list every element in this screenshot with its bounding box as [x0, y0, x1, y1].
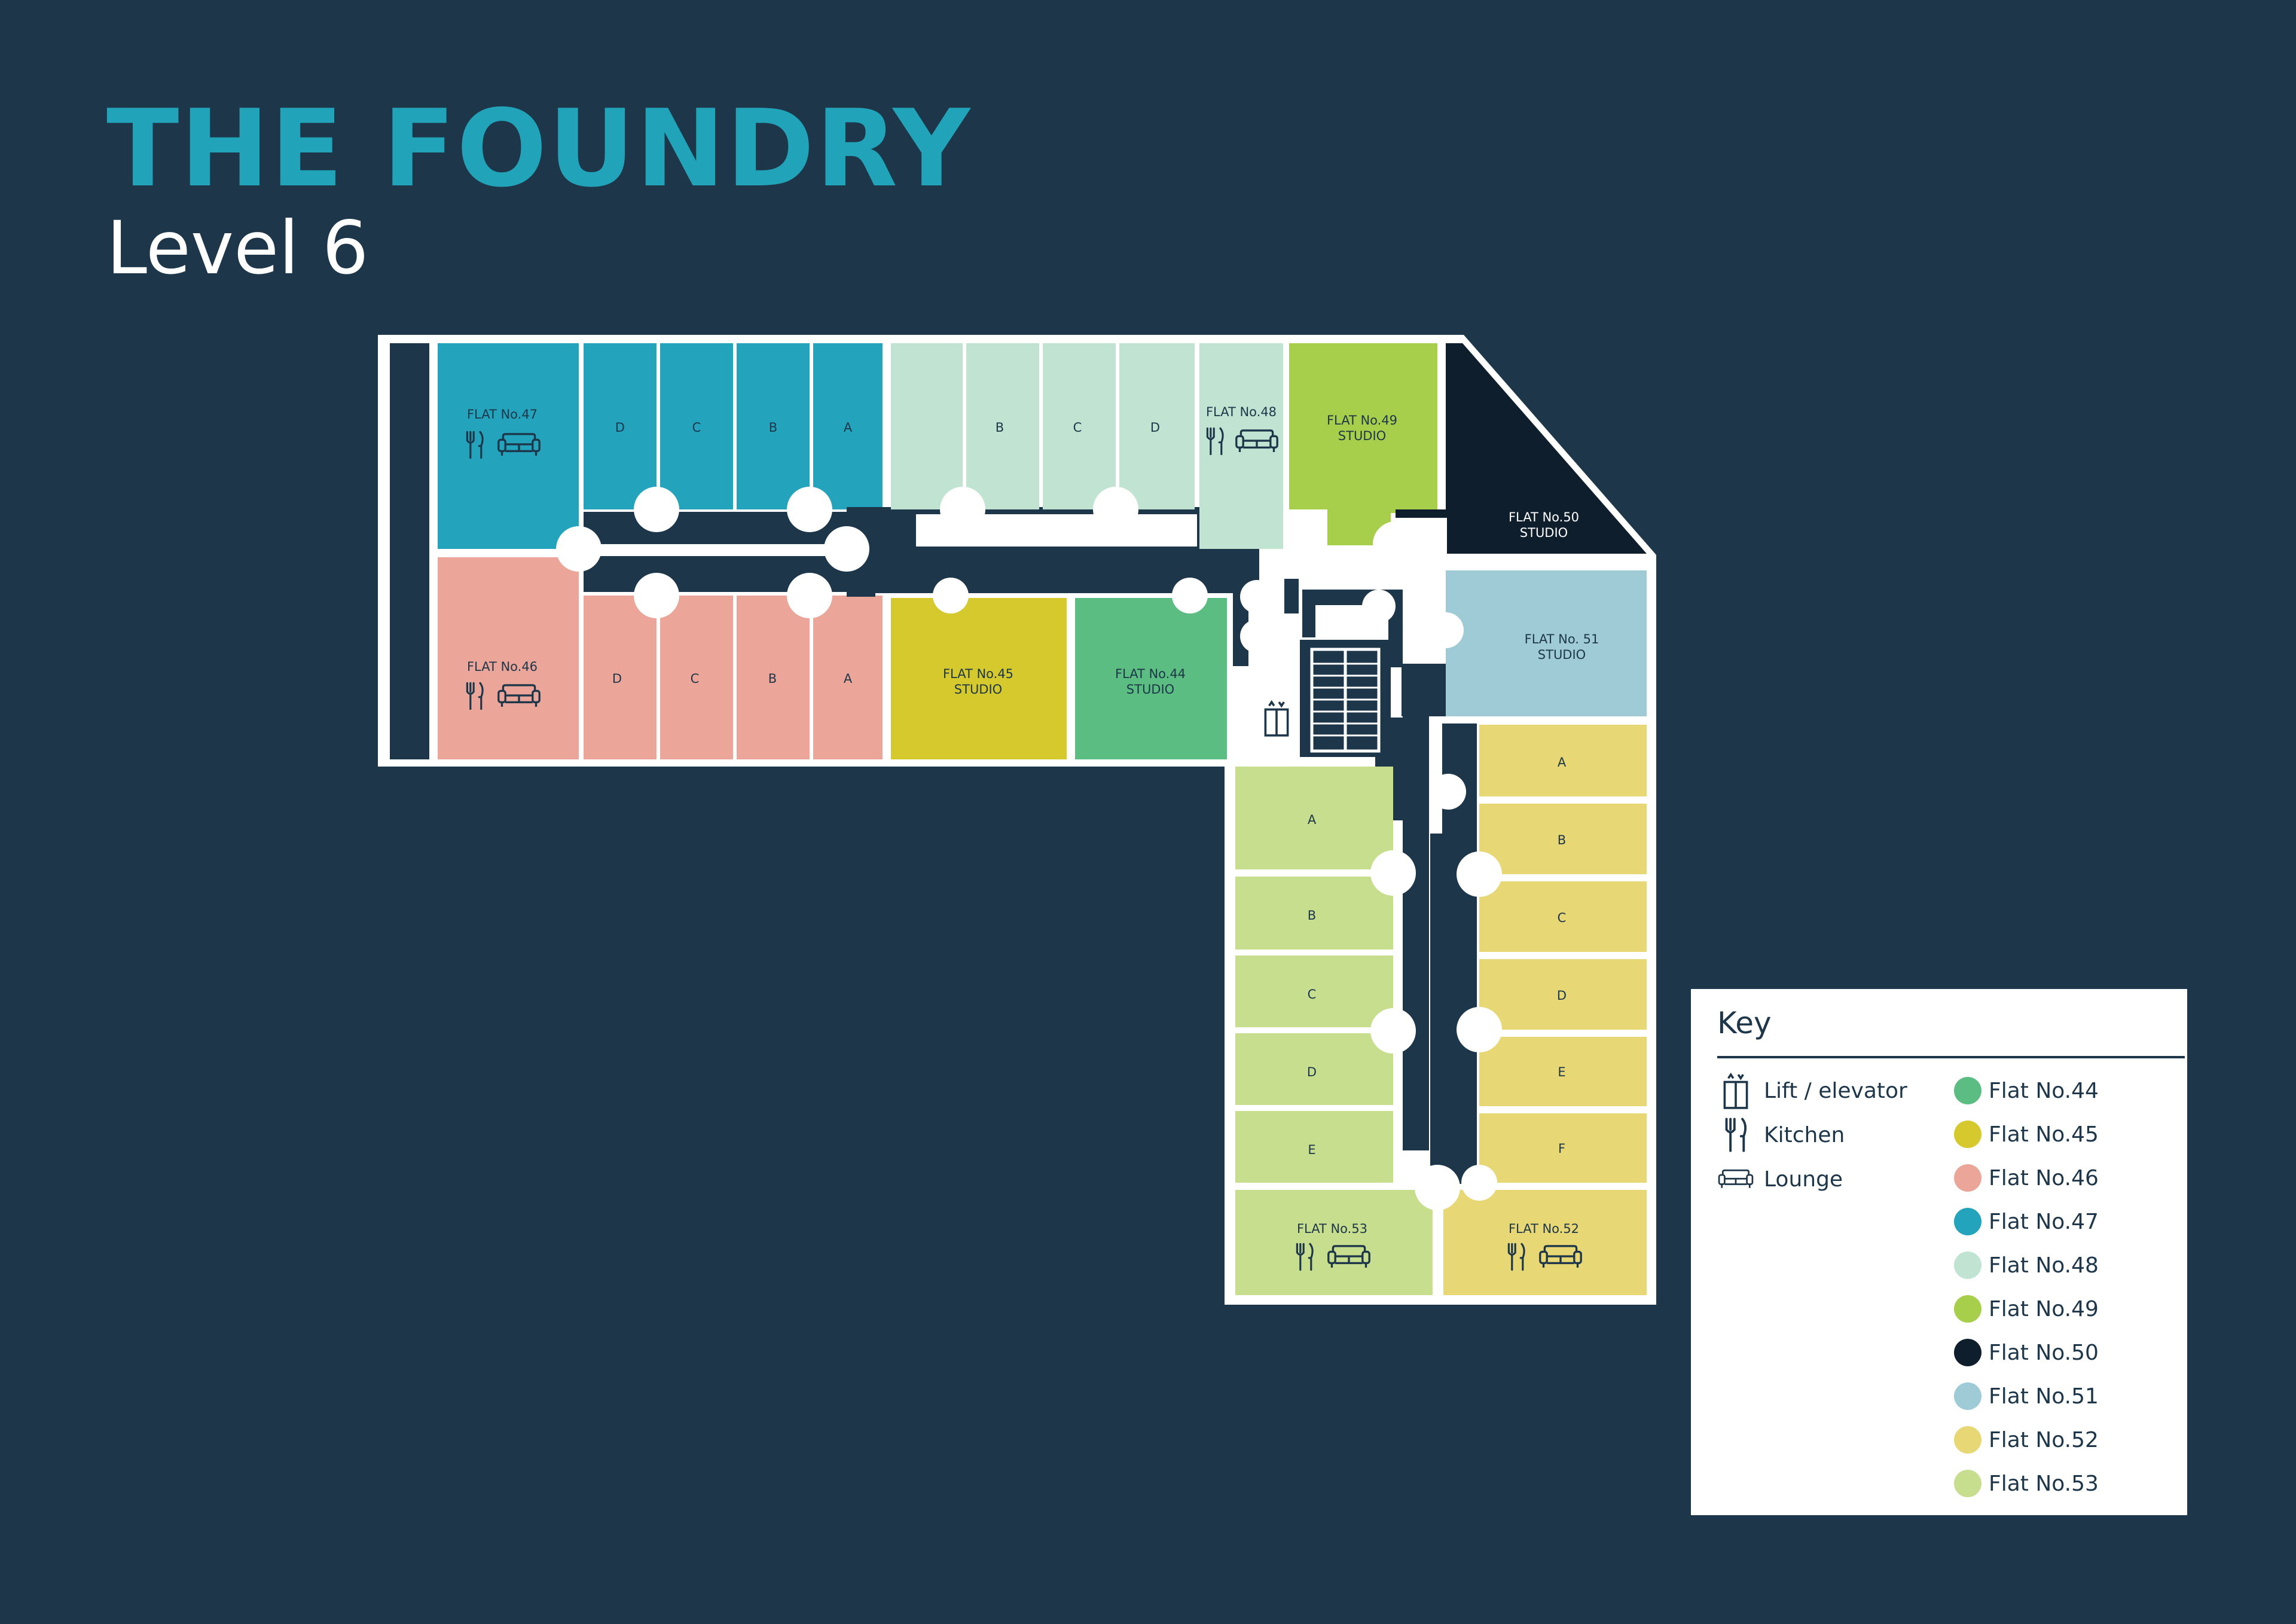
flat-48-label: FLAT No.48 — [1206, 405, 1277, 419]
flat-51-label: FLAT No. 51 — [1525, 632, 1599, 646]
flat-47[interactable]: FLAT No.47 D C B A — [438, 343, 883, 549]
legend-flat-45: Flat No.45 — [1954, 1116, 2099, 1152]
room-label: D — [612, 671, 622, 686]
flat-51-type: STUDIO — [1538, 648, 1586, 662]
flat-44[interactable]: FLAT No.44 STUDIO — [1075, 598, 1227, 759]
legend-flat-label: Flat No.49 — [1989, 1296, 2099, 1321]
room-label: D — [1150, 420, 1160, 435]
legend-flat-52: Flat No.52 — [1954, 1422, 2099, 1458]
legend-flat-49: Flat No.49 — [1954, 1291, 2099, 1327]
legend-flat-label: Flat No.51 — [1989, 1384, 2099, 1409]
room-label: F — [1558, 1141, 1565, 1156]
flat-49[interactable]: FLAT No.49 STUDIO — [1289, 343, 1437, 545]
legend-flat-label: Flat No.50 — [1989, 1340, 2099, 1365]
flat-50-type: STUDIO — [1520, 526, 1568, 540]
flat-45-label: FLAT No.45 — [943, 667, 1013, 681]
room-label: A — [844, 671, 853, 686]
legend-flat-label: Flat No.47 — [1989, 1209, 2099, 1234]
legend-swatch — [1954, 1470, 1981, 1497]
room-label: C — [691, 671, 700, 686]
legend: Key Lift / elevator Kitchen Lounge Flat … — [1691, 989, 2187, 1515]
legend-swatch — [1954, 1295, 1981, 1323]
flat-44-type: STUDIO — [1126, 682, 1174, 697]
flat-45[interactable]: FLAT No.45 STUDIO — [891, 598, 1067, 759]
flat-53[interactable]: A B C D E FLAT No.53 — [1235, 767, 1433, 1295]
flat-47-label: FLAT No.47 — [467, 407, 538, 422]
room-label: A — [1308, 813, 1317, 827]
room-label: A — [1558, 755, 1567, 770]
room-label: C — [1073, 420, 1082, 435]
legend-flat-label: Flat No.48 — [1989, 1253, 2099, 1278]
flat-49-label: FLAT No.49 — [1327, 413, 1397, 428]
room-label: D — [1307, 1065, 1317, 1079]
room-label: C — [1558, 911, 1567, 925]
legend-swatch — [1954, 1164, 1981, 1192]
flat-51[interactable]: FLAT No. 51 STUDIO — [1446, 570, 1647, 716]
legend-flat-label: Flat No.46 — [1989, 1165, 2099, 1190]
legend-swatch — [1954, 1251, 1981, 1279]
flat-48[interactable]: B C D FLAT No.48 — [891, 343, 1283, 549]
legend-flat-label: Flat No.44 — [1989, 1078, 2099, 1103]
legend-flat-48: Flat No.48 — [1954, 1247, 2099, 1283]
legend-flat-47: Flat No.47 — [1954, 1204, 2099, 1240]
legend-flat-44: Flat No.44 — [1954, 1073, 2099, 1109]
flat-45-type: STUDIO — [954, 682, 1002, 697]
kitchen-icon — [1725, 1118, 1747, 1152]
flat-52-label: FLAT No.52 — [1509, 1222, 1579, 1236]
stair — [1310, 648, 1381, 753]
legend-flat-50: Flat No.50 — [1954, 1335, 2099, 1370]
room-label: A — [844, 420, 853, 435]
legend-swatch — [1954, 1121, 1981, 1148]
flat-52[interactable]: A B C D E F FLAT No.52 — [1443, 725, 1647, 1295]
flat-50-label: FLAT No.50 — [1509, 510, 1579, 524]
room-label: B — [768, 671, 777, 686]
legend-item-label: Lift / elevator — [1764, 1078, 1907, 1103]
room-label: D — [1557, 988, 1567, 1003]
legend-item-kitchen: Kitchen — [1717, 1117, 1845, 1153]
room-label: E — [1558, 1065, 1565, 1079]
legend-flat-46: Flat No.46 — [1954, 1160, 2099, 1196]
building-core — [1233, 579, 1477, 1184]
door-swings — [556, 487, 1502, 1210]
flat-44-label: FLAT No.44 — [1115, 667, 1186, 681]
legend-flat-label: Flat No.52 — [1989, 1427, 2099, 1452]
legend-swatch — [1954, 1426, 1981, 1454]
legend-item-lounge: Lounge — [1717, 1161, 1843, 1197]
flat-46-label: FLAT No.46 — [467, 660, 538, 674]
room-label: B — [1558, 833, 1566, 847]
legend-flat-label: Flat No.45 — [1989, 1122, 2099, 1147]
room-label: C — [1308, 987, 1317, 1002]
legend-swatch — [1954, 1077, 1981, 1104]
room-label: C — [692, 420, 701, 435]
legend-flat-53: Flat No.53 — [1954, 1466, 2099, 1501]
legend-swatch — [1954, 1339, 1981, 1366]
room-label: D — [615, 420, 625, 435]
legend-item-label: Lounge — [1764, 1167, 1843, 1192]
legend-flat-label: Flat No.53 — [1989, 1471, 2099, 1496]
flat-49-type: STUDIO — [1338, 429, 1386, 443]
page-subtitle: Level 6 — [106, 206, 369, 291]
room-label: E — [1308, 1143, 1315, 1157]
room-label: B — [996, 420, 1004, 435]
lift-icon — [1723, 1073, 1748, 1109]
legend-divider — [1717, 1056, 2185, 1058]
room-label: B — [769, 420, 777, 435]
legend-item-lift: Lift / elevator — [1717, 1073, 1907, 1109]
room-label: B — [1308, 908, 1316, 923]
legend-title: Key — [1717, 1006, 1772, 1040]
lounge-icon — [1718, 1169, 1754, 1189]
legend-flat-51: Flat No.51 — [1954, 1378, 2099, 1414]
legend-swatch — [1954, 1208, 1981, 1235]
flat-50[interactable]: FLAT No.50 STUDIO — [1396, 343, 1647, 554]
legend-item-label: Kitchen — [1764, 1122, 1845, 1147]
page-title: THE FOUNDRY — [106, 87, 972, 210]
flat-53-label: FLAT No.53 — [1297, 1222, 1367, 1236]
flat-46[interactable]: FLAT No.46 D C B A — [438, 557, 883, 759]
legend-swatch — [1954, 1382, 1981, 1410]
